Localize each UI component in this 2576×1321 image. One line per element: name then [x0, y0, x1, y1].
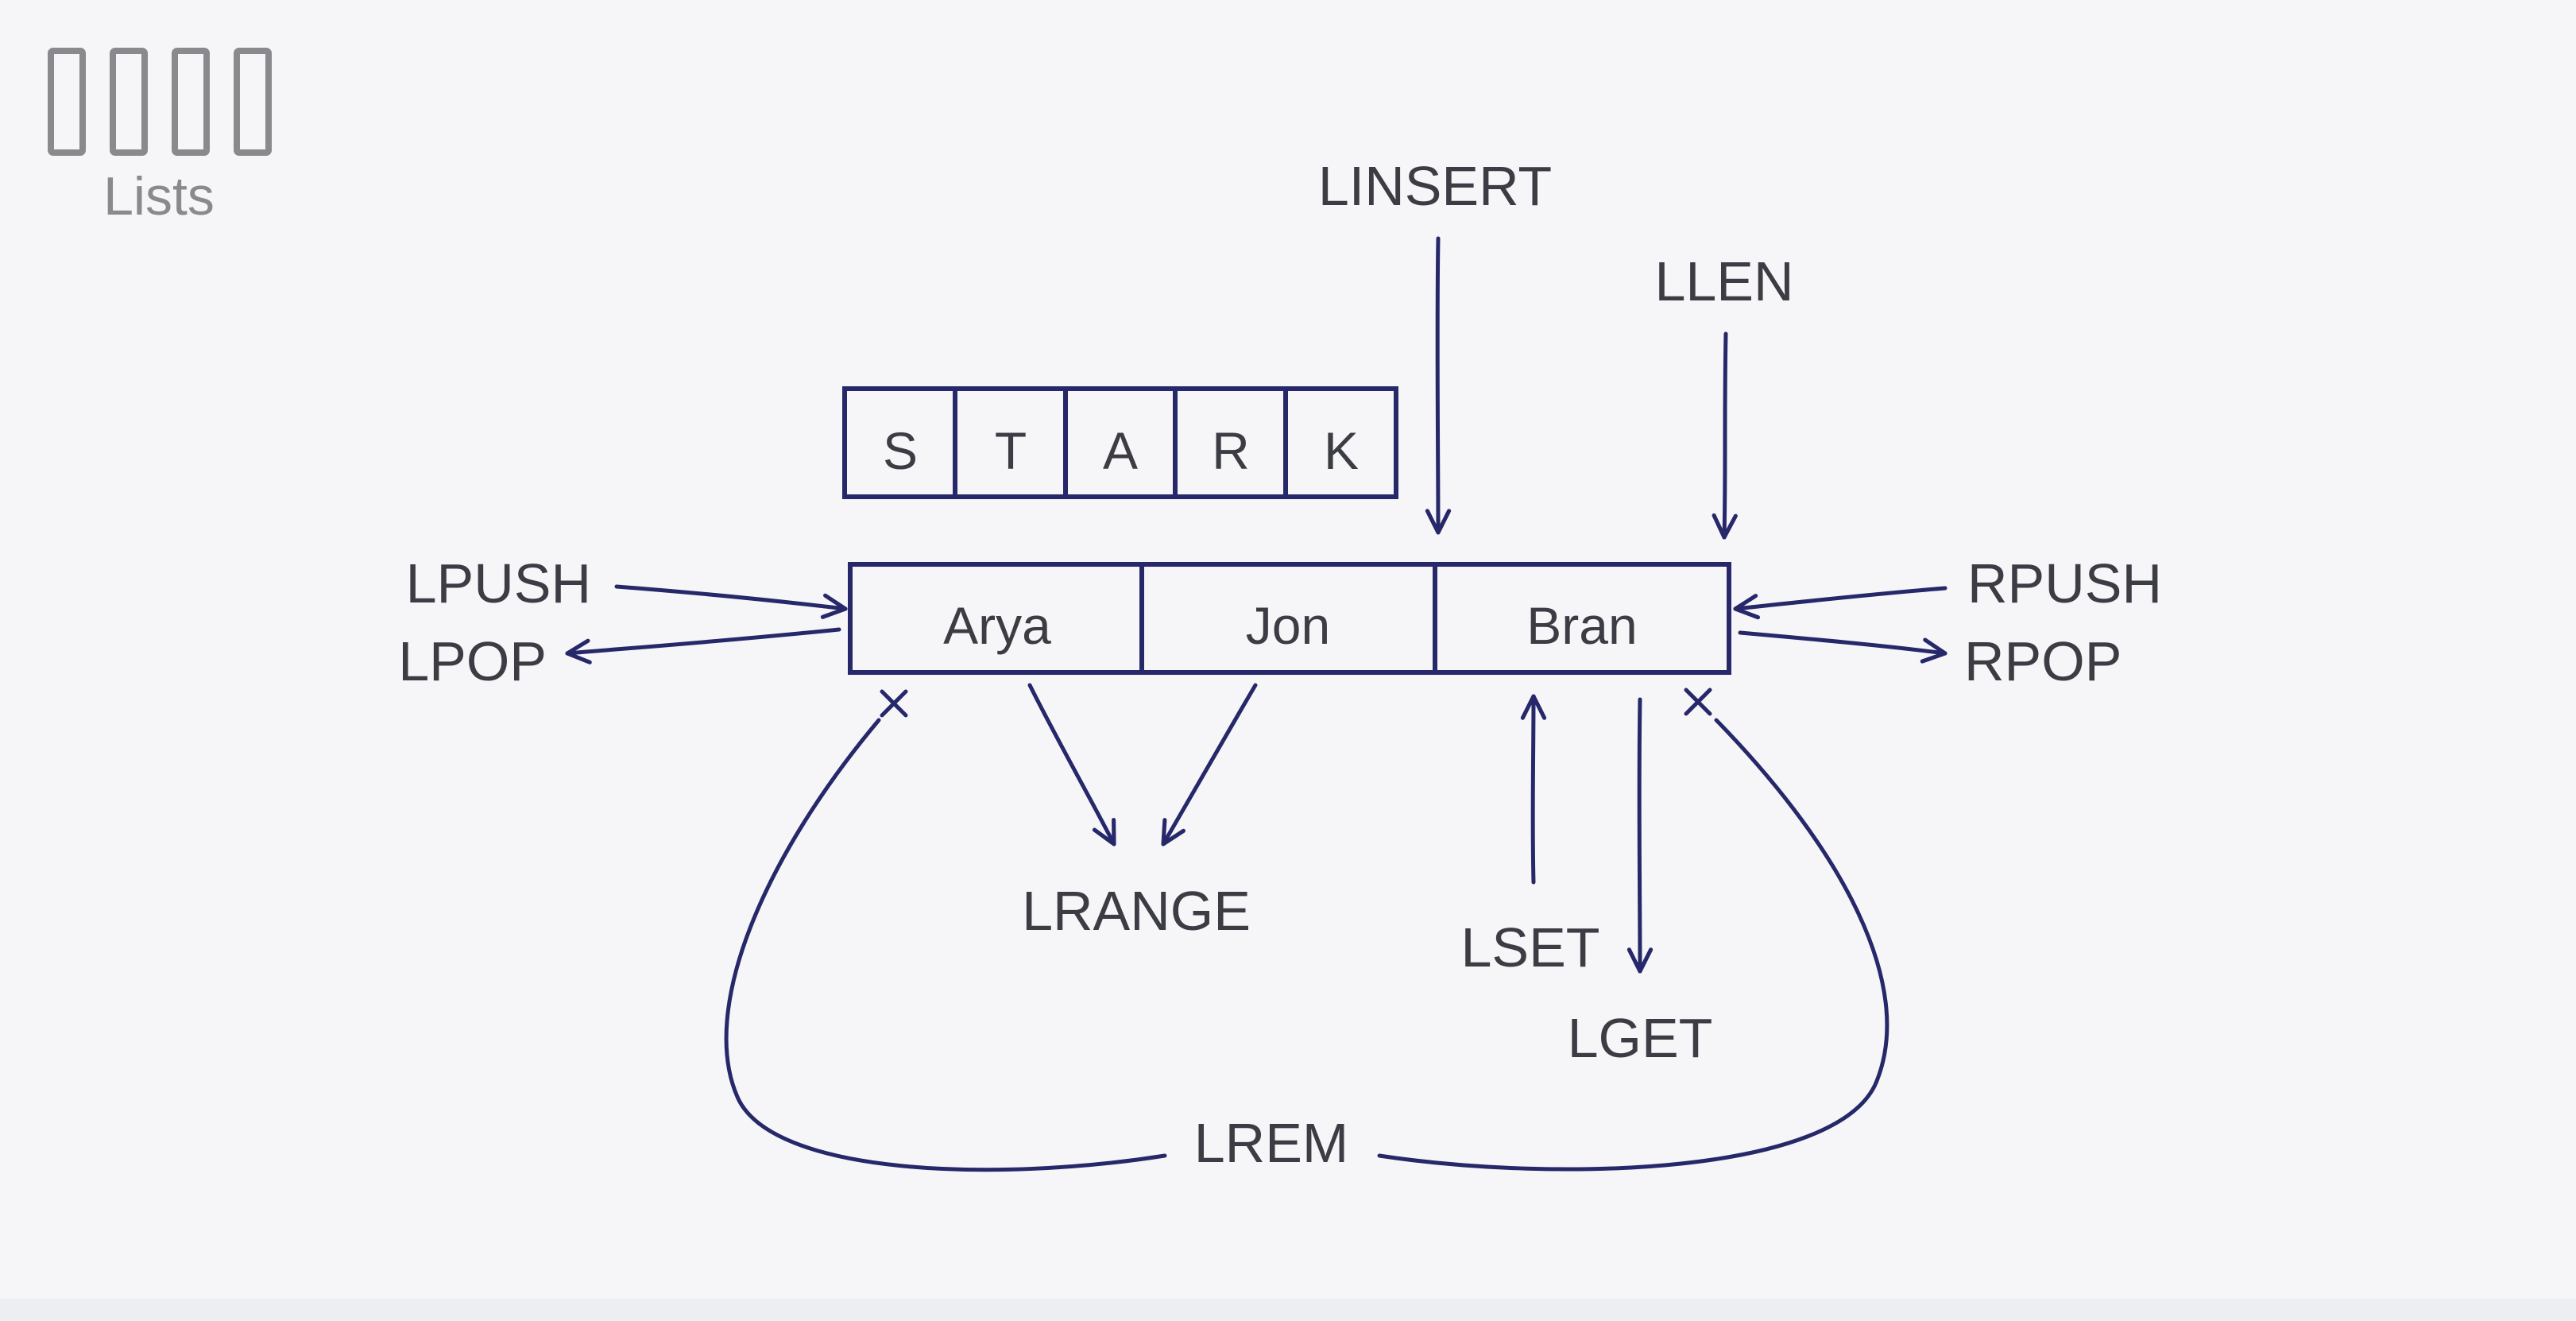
remove-mark-right-icon — [1684, 688, 1712, 716]
label-rpush: RPUSH — [1967, 552, 2162, 614]
label-lpush: LPUSH — [406, 552, 591, 614]
arrow-lpop — [565, 627, 841, 664]
list-item-jon: Jon — [1246, 596, 1330, 655]
label-rpop: RPOP — [1964, 630, 2122, 692]
arrow-lget — [1626, 697, 1654, 974]
arrow-rpush — [1733, 586, 1947, 620]
stark-letter: K — [1324, 421, 1359, 480]
remove-mark-left-icon — [880, 689, 908, 718]
arrow-lrem-left — [724, 718, 1167, 1172]
arrow-lrange-left — [1027, 683, 1116, 846]
arrow-lrange-right — [1161, 683, 1258, 846]
list-box: Arya Jon Bran — [848, 562, 1731, 675]
stark-letter: R — [1212, 421, 1250, 480]
four-boxes-icon — [48, 48, 272, 156]
arrow-rpop — [1738, 630, 1947, 664]
stark-letter: A — [1103, 421, 1138, 480]
arrow-lrem-right — [1377, 718, 1889, 1172]
label-lset: LSET — [1460, 916, 1599, 978]
label-llen: LLEN — [1654, 250, 1793, 312]
arrow-linsert — [1425, 236, 1452, 535]
bottom-band — [0, 1299, 2576, 1321]
label-lrange: LRANGE — [1022, 880, 1251, 942]
page-title: Lists — [103, 166, 215, 227]
arrow-lset — [1520, 694, 1547, 885]
list-item-arya: Arya — [943, 596, 1051, 655]
stark-letter: T — [995, 421, 1027, 480]
label-linsert: LINSERT — [1318, 155, 1552, 217]
list-item-bran: Bran — [1526, 596, 1637, 655]
label-lget: LGET — [1568, 1007, 1713, 1069]
stark-box: S T A R K — [842, 386, 1398, 499]
arrow-llen — [1712, 331, 1738, 540]
stark-letter: S — [883, 421, 918, 480]
label-lpop: LPOP — [398, 630, 547, 692]
arrow-lpush — [614, 584, 848, 619]
label-lrem: LREM — [1194, 1112, 1348, 1174]
